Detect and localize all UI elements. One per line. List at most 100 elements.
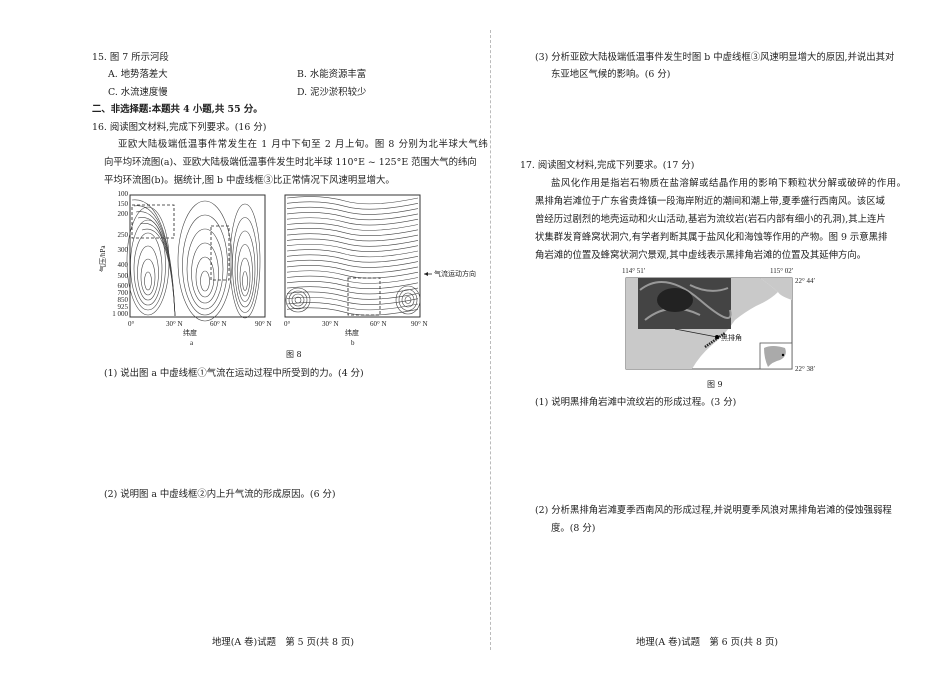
streamline-cell <box>191 242 219 304</box>
streamline-cell <box>186 228 224 310</box>
y-tick: 1 000 <box>112 310 128 318</box>
q16-sub1: (1) 说出图 a 中虚线框①气流在运动过程中所受到的力。(4 分) <box>104 368 364 379</box>
x-axis-label: 纬度 <box>183 329 197 337</box>
streamline-cell <box>130 219 166 311</box>
q16-sub2: (2) 说明图 a 中虚线框②内上升气流的形成原因。(6 分) <box>104 489 336 500</box>
streamline <box>286 233 419 242</box>
x-axis-label: 纬度 <box>345 329 359 337</box>
q17-para-line: 曾经历过剧烈的地壳运动和火山活动,基岩为流纹岩(岩石内部有细小的孔洞),其上连片 <box>535 214 886 225</box>
q16-para-line: 向平均环流图(a)、亚欧大陆极端低温事件发生时北半球 110°E ~ 125°E… <box>104 157 477 168</box>
streamline-cell <box>144 271 152 291</box>
streamline-cell <box>294 296 302 304</box>
streamline-cell <box>239 257 251 297</box>
x-tick: 60° N <box>370 320 387 328</box>
q17-para-line: 状集群发育蜂窝状洞穴,有学者判断其属于盐风化和海蚀等作用的产物。图 9 示意黑排 <box>535 232 888 243</box>
longitude-label: 114° 51′ <box>622 267 646 275</box>
streamline-cell <box>234 230 256 308</box>
streamline <box>286 228 419 236</box>
x-tick: 30° N <box>166 320 183 328</box>
dashed-box-3 <box>347 277 381 316</box>
x-tick: 90° N <box>255 320 272 328</box>
q17-sub2-line: (2) 分析黑排角岩滩夏季西南风的形成过程,并说明夏季风浪对黑排角岩滩的侵蚀强弱… <box>535 505 892 516</box>
streamline-cell <box>404 296 412 304</box>
streamline-cell <box>182 214 228 316</box>
x-tick: 90° N <box>411 320 428 328</box>
page-footer: 地理(A 卷)试题 第 5 页(共 8 页) <box>212 637 354 648</box>
streamline <box>286 281 419 289</box>
figure-caption: 图 9 <box>707 380 723 389</box>
streamline-cell <box>288 290 308 310</box>
x-tick: 0° <box>284 320 291 328</box>
q15-stem: 15. 图 7 所示河段 <box>92 52 169 63</box>
streamline-cell <box>195 256 215 298</box>
q15-option-b: B. 水能资源丰富 <box>297 69 367 80</box>
section-heading: 二、非选择题:本题共 4 小题,共 55 分。 <box>92 104 263 115</box>
streamline-cell <box>398 289 418 311</box>
y-tick: 700 <box>117 289 129 297</box>
y-tick: 925 <box>117 303 129 311</box>
y-tick: 200 <box>117 210 129 218</box>
page-divider <box>490 30 491 650</box>
y-tick: 300 <box>117 246 129 254</box>
streamline-cell <box>140 258 156 296</box>
x-tick: 30° N <box>322 320 339 328</box>
streamline-cell <box>177 200 233 322</box>
q16-stem: 16. 阅读图文材料,完成下列要求。(16 分) <box>92 122 267 133</box>
panel-label-b: b <box>351 339 355 347</box>
q16-para-line: 亚欧大陆极端低温事件常发生在 1 月中下旬至 2 月上旬。图 8 分别为北半球大… <box>118 139 489 150</box>
latitude-label: 22° 38′ <box>795 365 816 373</box>
q17-sub1: (1) 说明黑排角岩滩中流纹岩的形成过程。(3 分) <box>535 397 737 408</box>
streamline <box>286 270 419 279</box>
longitude-label: 115° 02′ <box>770 267 794 275</box>
rock-beach-dashed-line <box>704 331 726 349</box>
streamline <box>286 265 419 274</box>
streamline <box>141 228 176 317</box>
q17-sub2-line: 度。(8 分) <box>551 523 596 534</box>
place-label: 黑排角 <box>721 334 742 342</box>
streamline-cell <box>285 287 311 313</box>
q17-para-line: 盐风化作用是指岩石物质在盐溶解或结晶作用的影响下颗粒状分解或破碎的作用。 <box>551 178 907 189</box>
page-footer: 地理(A 卷)试题 第 6 页(共 8 页) <box>636 637 778 648</box>
streamline-cell <box>242 271 248 291</box>
q15-option-c: C. 水流速度慢 <box>108 87 168 98</box>
x-tick: 60° N <box>210 320 227 328</box>
streamline <box>286 212 419 221</box>
streamline <box>286 222 419 231</box>
y-tick: 400 <box>117 261 129 269</box>
figure-caption: 图 8 <box>286 350 302 359</box>
streamline <box>286 259 419 268</box>
streamline <box>286 275 419 284</box>
y-tick: 500 <box>117 272 129 280</box>
streamline <box>286 217 419 226</box>
q16-para-line: 平均环流图(b)。据统计,图 b 中虚线框③比正常情况下风速明显增大。 <box>104 175 395 186</box>
streamline-cell <box>137 245 159 301</box>
dashed-box-2 <box>210 225 230 281</box>
y-tick: 600 <box>117 282 129 290</box>
latitude-label: 22° 44′ <box>795 277 816 285</box>
streamline <box>286 206 419 215</box>
dashed-box-1 <box>131 204 175 239</box>
streamline-cell <box>291 293 305 307</box>
arrowhead-icon <box>424 272 428 276</box>
x-tick: 0° <box>128 320 135 328</box>
streamline <box>286 249 419 258</box>
streamline <box>286 238 419 247</box>
streamline-cell <box>232 217 258 313</box>
streamline <box>286 243 419 252</box>
panel-label-a: a <box>190 339 194 347</box>
streamline <box>286 286 419 295</box>
streamline-cell <box>229 203 261 319</box>
q17-para-line: 黑排角岩滩位于广东省贵烽镇一段海岸附近的潮间和潮上带,夏季盛行西南风。该区域 <box>535 196 885 207</box>
y-tick: 100 <box>117 190 129 198</box>
streamline-cell <box>133 232 163 306</box>
streamline <box>286 196 419 205</box>
y-tick: 850 <box>117 296 129 304</box>
streamline-cell <box>401 292 415 308</box>
streamline <box>286 201 419 210</box>
streamline-cell <box>237 244 253 302</box>
q17-para-line: 角岩滩的位置及蜂窝状洞穴景观,其中虚线表示黑排角岩滩的位置及其延伸方向。 <box>535 250 867 261</box>
streamline <box>286 254 419 263</box>
